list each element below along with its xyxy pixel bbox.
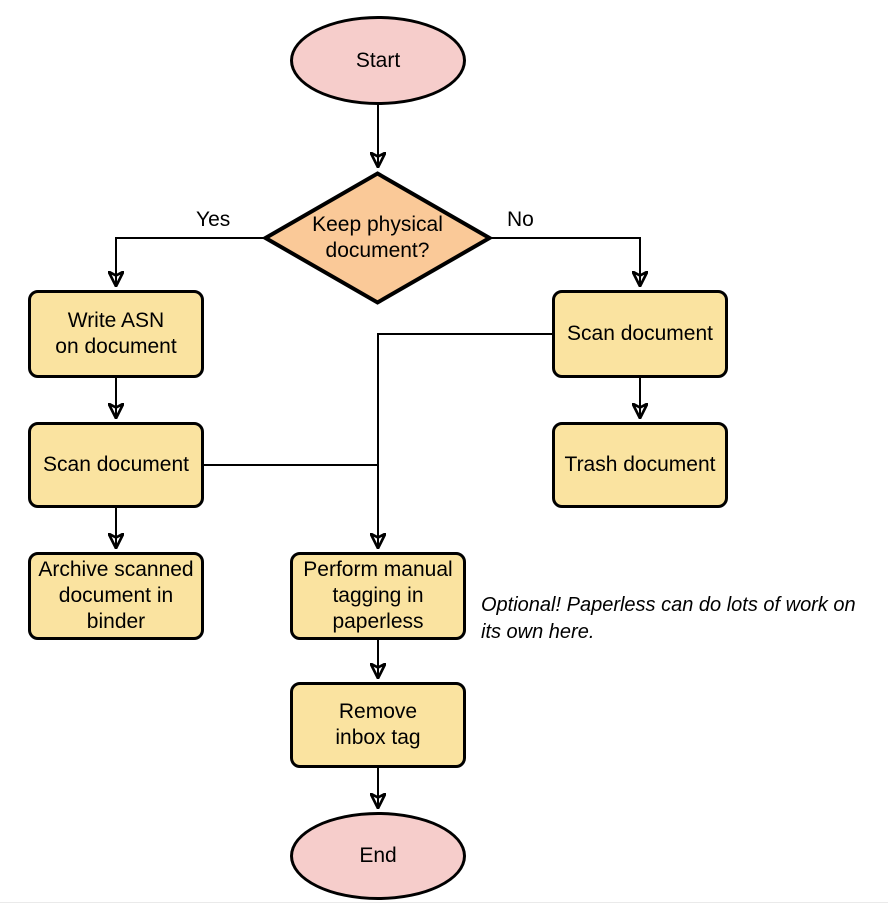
edge-decision-writeasn xyxy=(116,237,264,285)
node-trash-document-label: Trash document xyxy=(564,453,716,476)
optional-annotation: Optional! Paperless can do lots of work … xyxy=(481,594,856,643)
edge-scanright-tagging xyxy=(378,333,552,547)
node-remove-inbox-tag: Remove inbox tag xyxy=(290,682,466,768)
node-scan-document-right-label: Scan document xyxy=(567,322,713,345)
node-manual-tagging: Perform manual tagging in paperless xyxy=(290,552,466,640)
diamond-shape xyxy=(263,171,492,305)
node-end: End xyxy=(290,812,466,900)
node-start: Start xyxy=(290,16,466,105)
edge-decision-scanright xyxy=(491,237,640,285)
node-archive-binder-label: Archive scanned document in binder xyxy=(38,558,194,633)
edge-label-no: No xyxy=(505,208,536,231)
node-trash-document: Trash document xyxy=(552,422,728,508)
node-write-asn: Write ASN on document xyxy=(28,290,204,378)
node-scan-document-left: Scan document xyxy=(28,422,204,508)
node-write-asn-label: Write ASN on document xyxy=(55,309,177,358)
node-scan-document-left-label: Scan document xyxy=(43,453,189,476)
bottom-divider xyxy=(0,902,888,903)
node-remove-inbox-tag-label: Remove inbox tag xyxy=(335,700,421,749)
node-archive-binder: Archive scanned document in binder xyxy=(28,552,204,640)
node-manual-tagging-label: Perform manual tagging in paperless xyxy=(303,558,453,633)
node-start-label: Start xyxy=(355,48,401,72)
node-keep-physical-label: Keep physical document? xyxy=(312,213,443,262)
node-keep-physical-decision: Keep physical document? xyxy=(263,171,492,305)
node-end-label: End xyxy=(359,844,397,867)
edge-label-yes: Yes xyxy=(194,208,233,231)
node-scan-document-right: Scan document xyxy=(552,290,728,378)
